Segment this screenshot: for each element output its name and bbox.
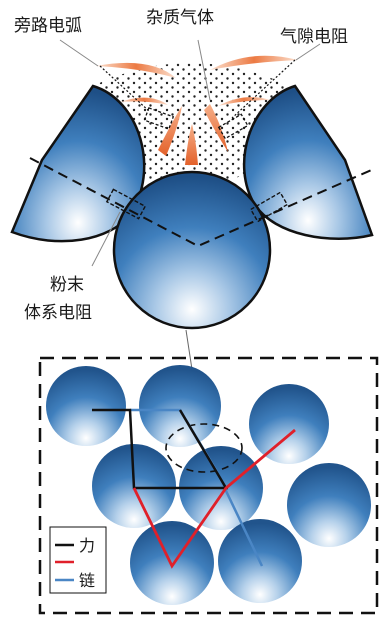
label-powder-line2: 体系电阻	[24, 303, 92, 323]
legend-box	[50, 527, 106, 593]
bottom-diagram: 力 链	[40, 358, 377, 613]
leader-bypass-top	[60, 40, 98, 66]
legend-force-label: 力	[79, 536, 95, 555]
label-powder-line1: 粉末	[50, 275, 84, 295]
label-bypass-arc: 旁路电弧	[14, 16, 82, 36]
particle-3	[249, 384, 329, 464]
legend: 力 链	[50, 527, 106, 593]
particle-2	[139, 365, 221, 447]
label-gap-resistance: 气隙电阻	[280, 27, 348, 47]
label-impurity-gas: 杂质气体	[146, 8, 214, 28]
legend-chain-label: 链	[79, 571, 95, 590]
center-particle	[114, 172, 270, 328]
particle-6	[287, 463, 371, 547]
particle-1	[46, 366, 126, 446]
top-diagram: 旁路电弧 杂质气体 气隙电阻 粉末 体系电阻	[12, 8, 376, 422]
